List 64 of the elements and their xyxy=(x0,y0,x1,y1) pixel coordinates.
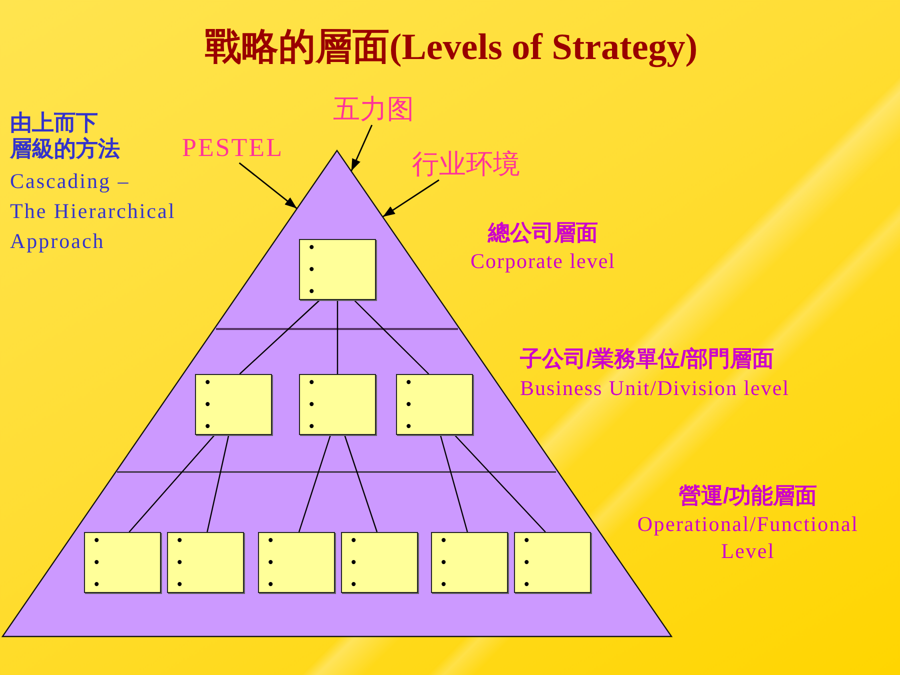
connector-line xyxy=(239,300,320,374)
bullet-mark: • xyxy=(441,533,446,548)
bullet-mark: • xyxy=(94,533,100,548)
connector-line xyxy=(336,300,338,374)
connector-line xyxy=(206,434,230,532)
connector-line xyxy=(454,434,546,532)
bullet-mark: • xyxy=(524,555,530,570)
org-box xyxy=(167,532,244,593)
bullet-mark: • xyxy=(524,577,530,592)
arrow xyxy=(382,179,440,218)
bullet-mark: • xyxy=(351,555,356,570)
bullet-mark: • xyxy=(205,397,210,412)
org-box xyxy=(396,374,473,435)
bullet-mark: • xyxy=(177,555,182,570)
callout-label: 行业环境 xyxy=(412,149,520,180)
org-box xyxy=(514,532,591,593)
bullet-mark: • xyxy=(441,577,446,592)
bullet-mark: • xyxy=(205,419,210,434)
arrow xyxy=(238,162,298,209)
bullet-mark: • xyxy=(309,419,314,434)
org-box xyxy=(299,374,376,435)
level-label: 總公司層面 xyxy=(488,220,598,246)
org-box xyxy=(341,532,418,593)
connector-line xyxy=(440,434,468,532)
bullet-mark: • xyxy=(94,577,100,592)
callout-label: PESTEL xyxy=(182,133,284,163)
bullet-mark: • xyxy=(309,375,314,390)
connector-line xyxy=(354,300,430,374)
org-box xyxy=(431,532,508,593)
bullet-mark: • xyxy=(309,284,314,299)
level-caption: Corporate level xyxy=(470,249,616,274)
side-note-text: Cascading – The Hierarchical Approach xyxy=(10,168,177,256)
org-box xyxy=(258,532,335,593)
bullet-mark: • xyxy=(406,397,412,412)
bullet-mark: • xyxy=(268,533,274,548)
org-box xyxy=(195,374,272,435)
arrow xyxy=(350,124,373,172)
side-note-heading: 由上而下層級的方法 xyxy=(10,110,121,163)
level-label: 營運/功能層面 xyxy=(678,483,818,508)
bullet-mark: • xyxy=(441,555,446,570)
connector-line xyxy=(298,434,332,532)
level-label: 子公司/業務單位/部門層面 xyxy=(520,346,774,372)
bullet-mark: • xyxy=(351,533,356,548)
bullet-mark: • xyxy=(309,240,314,255)
bullet-mark: • xyxy=(406,419,412,434)
bullet-mark: • xyxy=(309,262,314,277)
bullet-mark: • xyxy=(351,577,356,592)
bullet-mark: • xyxy=(268,577,274,592)
bullet-mark: • xyxy=(406,375,412,390)
callout-label: 五力图 xyxy=(333,94,414,126)
level-caption: Operational/Functional Level xyxy=(637,511,859,566)
org-box xyxy=(299,239,376,300)
bullet-mark: • xyxy=(309,397,314,412)
bullet-mark: • xyxy=(268,555,274,570)
slide-title: 戰略的層面(Levels of Strategy) xyxy=(204,26,698,70)
bullet-mark: • xyxy=(177,577,182,592)
org-box xyxy=(84,532,161,593)
bullet-mark: • xyxy=(205,375,210,390)
level-caption: Business Unit/Division level xyxy=(520,376,790,400)
bullet-mark: • xyxy=(177,533,182,548)
bullet-mark: • xyxy=(524,533,530,548)
bullet-mark: • xyxy=(94,555,100,570)
connector-line xyxy=(128,434,216,532)
connector-line xyxy=(344,434,378,532)
